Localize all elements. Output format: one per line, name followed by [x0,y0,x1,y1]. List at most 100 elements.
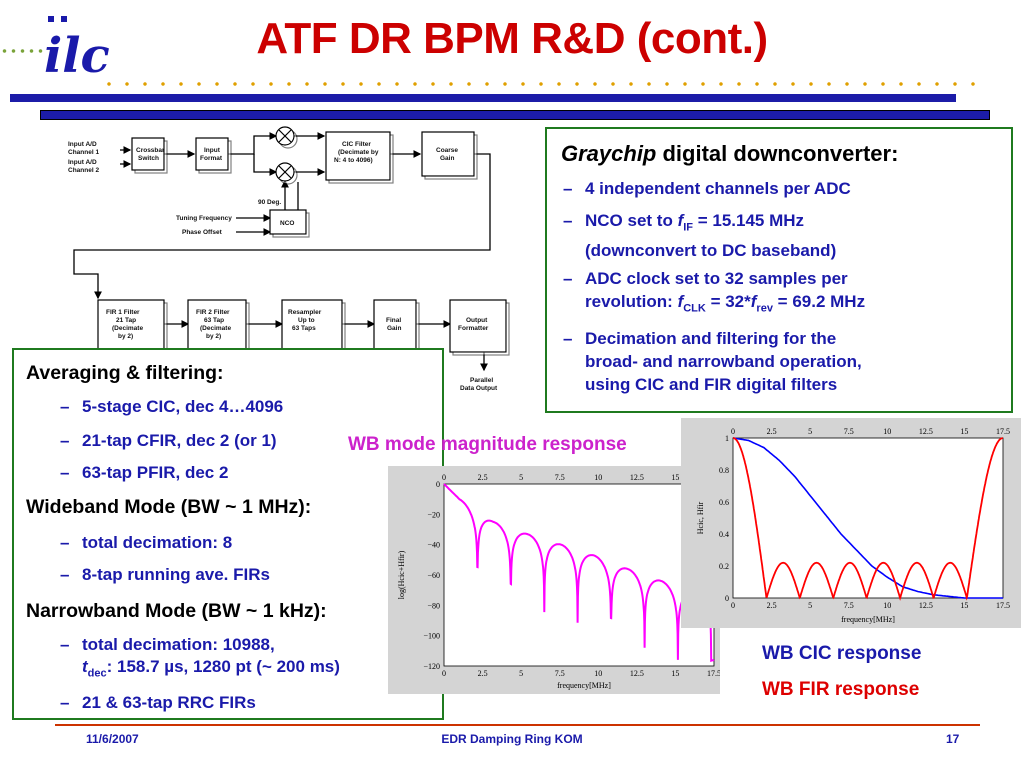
averaging-item-cfir: –21-tap CFIR, dec 2 (or 1) [60,431,277,450]
svg-text:Formatter: Formatter [458,325,489,332]
svg-text:Phase Offset: Phase Offset [182,229,223,236]
svg-text:21 Tap: 21 Tap [116,317,136,324]
mag-ytick: −20 [427,510,440,519]
slide-title: ATF DR BPM R&D (cont.) [256,14,768,63]
svg-text:Output: Output [466,317,488,324]
svg-text:N: 4 to 4096): N: 4 to 4096) [334,157,373,164]
graychip-item-channels: –4 independent channels per ADC [563,179,851,198]
cic-xtick-top: 10 [883,427,891,436]
svg-text:Format: Format [200,155,223,162]
footer-page-number: 17 [946,732,960,746]
mag-ytick: −80 [427,601,440,610]
mag-xtick: 17.5 [707,669,720,678]
cic-xtick: 12.5 [919,601,933,610]
mag-xtick-top: 12.5 [630,473,644,482]
footer-rule [55,724,980,726]
cic-xtick: 2.5 [767,601,777,610]
wideband-item-decimation: –total decimation: 8 [60,533,233,552]
logo-text: ilc [44,28,110,80]
averaging-filtering-box: Averaging & filtering: –5-stage CIC, dec… [12,348,444,720]
svg-text:63 Taps: 63 Taps [292,325,316,332]
mag-xtick-top: 15 [671,473,679,482]
cic-xtick-top: 12.5 [919,427,933,436]
mag-xtick: 15 [671,669,679,678]
svg-text:Data Output: Data Output [460,385,498,392]
mag-xtick: 2.5 [478,669,488,678]
svg-text:Coarse: Coarse [436,147,458,154]
averaging-item-cic: –5-stage CIC, dec 4…4096 [60,397,284,416]
decorative-dots-left [0,48,45,54]
graychip-info-box: Graychip digital downconverter: –4 indep… [545,127,1013,413]
mag-xtick: 12.5 [630,669,644,678]
bd-input1-a: Input A/D [68,141,97,148]
cic-ytick: 0.8 [719,466,729,475]
ilc-logo: ilc [44,16,110,80]
magnitude-series-line [443,483,715,663]
svg-text:(Decimate: (Decimate [112,325,143,332]
graychip-heading: Graychip digital downconverter: [561,141,899,166]
mag-xtick: 5 [519,669,523,678]
bd-input1-b: Channel 1 [68,149,99,156]
wideband-heading: Wideband Mode (BW ~ 1 MHz): [26,496,312,518]
cic-xtick: 10 [883,601,891,610]
bd-input2-a: Input A/D [68,159,97,166]
wideband-item-fir: –8-tap running ave. FIRs [60,565,270,584]
mag-ytick: −100 [423,632,440,641]
svg-text:Crossbar: Crossbar [136,147,165,154]
cic-ytick: 0.6 [719,498,729,507]
cic-xtick: 15 [960,601,968,610]
mag-xtick-top: 5 [519,473,523,482]
narrowband-heading: Narrowband Mode (BW ~ 1 kHz): [26,600,327,622]
wb-magnitude-title: WB mode magnitude response [348,434,627,455]
footer-title: EDR Damping Ring KOM [441,732,583,746]
svg-text:Parallel: Parallel [470,377,493,384]
mag-xlabel: frequency[MHz] [557,681,611,690]
header-rule-top [10,94,956,102]
cic-xtick-top: 7.5 [844,427,854,436]
graychip-item-adc-clock: – ADC clock set to 32 samples per revolu… [563,269,866,315]
svg-text:Up to: Up to [298,317,315,324]
svg-text:90 Deg.: 90 Deg. [258,199,281,206]
cic-xtick-top: 0 [731,427,735,436]
mag-xtick-top: 0 [442,473,446,482]
averaging-heading: Averaging & filtering: [26,362,224,384]
svg-text:(Decimate: (Decimate [200,325,231,332]
graychip-item-decimation: – Decimation and filtering for the broad… [563,329,862,394]
svg-text:by 2): by 2) [118,333,133,340]
cic-ytick: 0.2 [719,562,729,571]
header-rule-bottom [40,110,990,120]
cic-ytick: 1 [725,434,729,443]
svg-text:FIR 1 Filter: FIR 1 Filter [106,309,140,316]
cic-xtick: 17.5 [996,601,1010,610]
averaging-item-pfir: –63-tap PFIR, dec 2 [60,463,229,482]
mag-xtick-top: 10 [594,473,602,482]
svg-text:Switch: Switch [138,155,159,162]
svg-text:CIC Filter: CIC Filter [342,141,371,148]
decorative-dots-top [100,80,980,88]
cic-ytick: 0.4 [719,530,729,539]
cic-xtick-top: 17.5 [996,427,1010,436]
cic-xtick: 5 [808,601,812,610]
mag-ytick: −120 [423,662,440,671]
mag-ytick: −40 [427,541,440,550]
svg-text:FIR 2 Filter: FIR 2 Filter [196,309,230,316]
footer-date: 11/6/2007 [86,732,139,746]
cic-ylabel: Hcic, Hfir [696,501,705,534]
svg-text:Gain: Gain [387,325,401,332]
graychip-item-nco: – NCO set to fIF = 15.145 MHz (downconve… [563,211,837,261]
bd-input2-b: Channel 2 [68,167,99,174]
cic-xtick: 0 [731,601,735,610]
mag-xtick: 0 [442,669,446,678]
ddc-block-diagram: Input A/D Channel 1 Input A/D Channel 2 … [68,126,507,392]
narrowband-item-decimation: – total decimation: 10988, tdec: 158.7 µ… [60,635,340,680]
cic-xtick-top: 15 [960,427,968,436]
mag-xtick-top: 7.5 [555,473,565,482]
cic-series-line [732,437,1003,599]
svg-text:Gain: Gain [440,155,454,162]
mag-ytick: 0 [436,480,440,489]
cic-xlabel: frequency[MHz] [841,615,895,624]
mag-ylabel: log(Hcic+Hfir) [397,550,406,599]
cic-xtick-top: 2.5 [767,427,777,436]
